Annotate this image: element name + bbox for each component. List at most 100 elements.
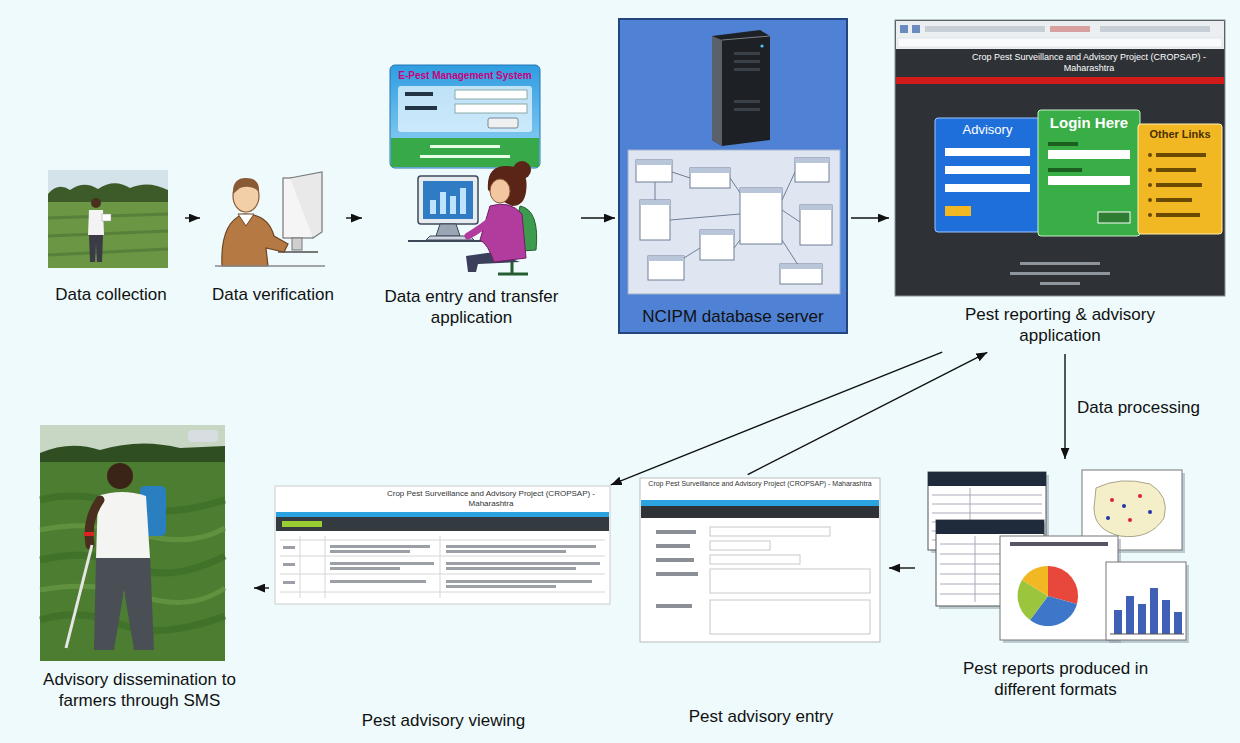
computer-user-clipart: [408, 161, 537, 274]
web-app-screenshot: [1156, 168, 1196, 172]
report-thumbnails: [1106, 504, 1152, 520]
web-app-screenshot: [1138, 124, 1222, 234]
web-app-screenshot: [945, 148, 1030, 156]
advisory-view-screenshot: [276, 517, 609, 531]
flow-arrow: [611, 352, 942, 485]
picture-space: [620, 20, 846, 302]
advisory-entry-screenshot: [640, 478, 880, 642]
database-panel: [734, 108, 760, 111]
advisory-entry-screenshot: [656, 544, 690, 548]
advisory-view-screenshot: [446, 567, 576, 570]
advisory-entry-screenshot: [656, 604, 692, 608]
advisory-entry-screenshot: [710, 555, 800, 564]
report-thumbnails: [1106, 562, 1186, 640]
web-app-screenshot: [900, 25, 908, 33]
web-app-screenshot: [1048, 150, 1130, 159]
advisory-entry-screenshot: [710, 527, 830, 536]
database-panel: [740, 188, 782, 193]
advisory-view-screenshot: [330, 580, 426, 583]
advisory-view-screenshot: [330, 550, 410, 553]
report-thumbnails: [1094, 481, 1165, 537]
database-panel: [636, 160, 672, 182]
field-photo: [48, 214, 168, 255]
picture-space: [918, 462, 1193, 644]
web-app-screenshot: [1048, 142, 1078, 146]
report-thumbnails: [1114, 610, 1122, 634]
database-panel: [800, 205, 832, 210]
flow-arrow: [851, 217, 889, 218]
computer-user-clipart: [480, 204, 526, 262]
web-app-screenshot: [1100, 26, 1210, 32]
report-thumbnails: [1000, 536, 1118, 640]
computer-user-clipart: [490, 179, 510, 203]
photo-step: Data collection: [40, 168, 182, 310]
database-panel: [734, 100, 760, 103]
database-panel: [780, 264, 822, 284]
database-panel: [636, 158, 832, 284]
advisory-view-screenshot: [330, 567, 400, 570]
web-app-screenshot: [1098, 212, 1130, 223]
database-panel: [690, 168, 730, 188]
login-screenshot: [420, 155, 510, 158]
database-panel: [760, 44, 763, 47]
database-panel: [722, 36, 770, 40]
web-app-screenshot: [898, 38, 1222, 47]
login-screenshot: [398, 86, 532, 132]
node-caption: Advisory dissemination to farmers throug…: [32, 669, 247, 711]
farmer-photo: [66, 545, 92, 648]
advisory-view-screenshot: [276, 512, 609, 517]
farmer-photo: [40, 425, 225, 661]
report-thumbnails: [1110, 494, 1142, 522]
web-app-screenshot: [1048, 168, 1082, 172]
report-thumbnails: [1128, 518, 1132, 522]
flow-arrow: [1064, 354, 1065, 459]
web-app-screenshot: [895, 20, 1225, 296]
database-panel: [628, 150, 840, 294]
web-app-screenshot: [1156, 183, 1202, 187]
field-photo: [89, 235, 103, 262]
verifier-clipart: [215, 265, 325, 267]
clipart-step: Data verification: [203, 168, 343, 310]
screen-title: Crop Pest Surveillance and Advisory Proj…: [378, 489, 604, 508]
farmer-photo: [96, 492, 150, 558]
database-panel: [795, 158, 829, 163]
database-panel: [734, 68, 760, 71]
computer-user-clipart: [460, 188, 466, 214]
flow-arrow: [889, 567, 915, 568]
node-caption: Data entry and transfer application: [369, 286, 574, 328]
advisory-view-screenshot: [280, 536, 605, 598]
farmer-photo: [40, 443, 225, 462]
report-thumbnails: [1022, 566, 1048, 596]
report-step: Pest reports produced in different forma…: [918, 462, 1193, 705]
node-caption: Pest advisory entry: [661, 706, 861, 727]
verifier-clipart: [215, 172, 325, 266]
advisory-entry-screenshot: [710, 600, 870, 634]
report-thumbnails: [1122, 504, 1126, 508]
node-caption: Pest reporting & advisory application: [960, 304, 1160, 346]
advisory-entry-screenshot: [710, 569, 870, 593]
report-thumbnails: [1126, 596, 1134, 634]
computer-user-clipart: [430, 200, 436, 214]
advisory-view-screenshot: [275, 486, 610, 604]
computer-user-clipart: [468, 216, 496, 236]
flow-arrow: [748, 352, 988, 474]
database-panel: [648, 256, 684, 261]
database-panel: [780, 264, 822, 269]
web-app-screenshot: [1148, 153, 1206, 217]
login-screenshot: [391, 138, 539, 167]
web-app-screenshot: [1020, 262, 1100, 265]
panel-title: Advisory: [935, 122, 1040, 138]
picture-space: [365, 62, 578, 274]
web-app-screenshot: [945, 166, 1030, 174]
report-thumbnails: [1150, 588, 1158, 634]
report-thumbnails: [1106, 516, 1110, 520]
web-app-screenshot: [1048, 176, 1130, 185]
database-panel: [618, 18, 848, 334]
verifier-clipart: [290, 172, 322, 238]
advisory-entry-screenshot: [640, 478, 880, 642]
screen-title: Crop Pest Surveillance and Advisory Proj…: [958, 52, 1220, 74]
computer-user-clipart: [418, 176, 478, 224]
verifier-clipart: [222, 214, 288, 266]
